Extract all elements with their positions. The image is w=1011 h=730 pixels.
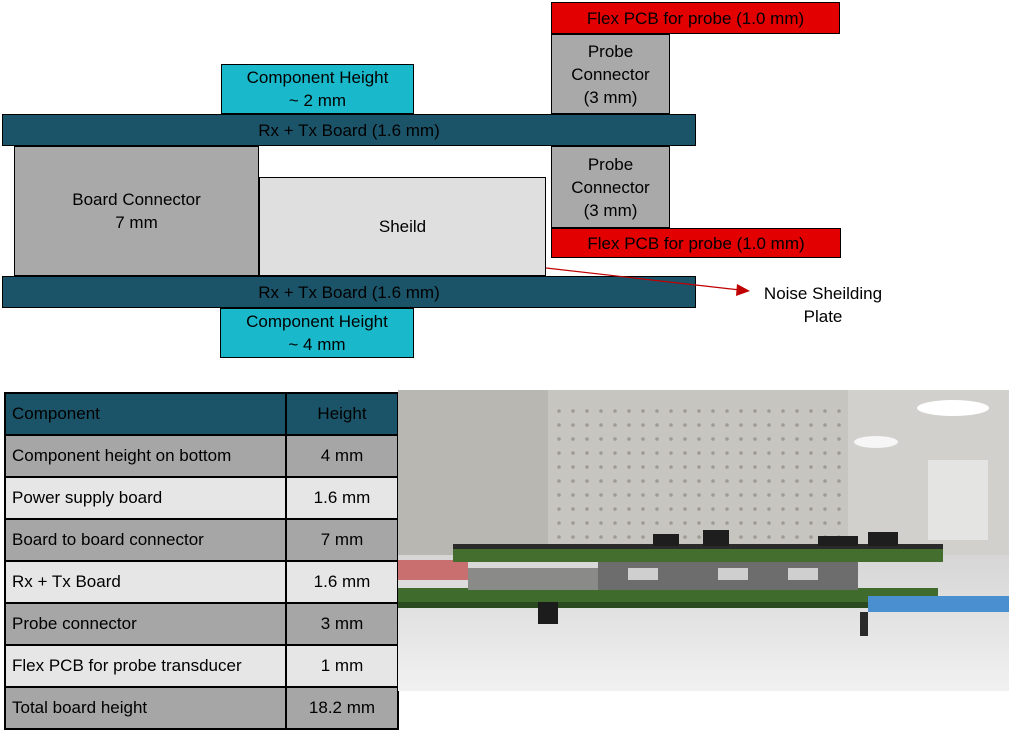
flex-pcb-top: Flex PCB for probe (1.0 mm)	[551, 2, 840, 34]
table-row: Power supply board 1.6 mm	[4, 476, 399, 520]
row-component: Component height on bottom	[4, 434, 287, 478]
probe-connector-bottom: Probe Connector (3 mm)	[551, 146, 670, 228]
table-header-row: Component Height	[4, 392, 399, 436]
component-height-table: Component Height Component height on bot…	[4, 392, 399, 730]
rx-tx-board-bottom: Rx + Tx Board (1.6 mm)	[2, 276, 696, 308]
board-stack-photo	[398, 390, 1009, 691]
table-row: Probe connector 3 mm	[4, 602, 399, 646]
row-component: Rx + Tx Board	[4, 560, 287, 604]
row-component: Probe connector	[4, 602, 287, 646]
board-connector: Board Connector 7 mm	[14, 146, 259, 276]
row-height: 4 mm	[285, 434, 399, 478]
probe-connector-top: Probe Connector (3 mm)	[551, 34, 670, 114]
table-row: Total board height 18.2 mm	[4, 686, 399, 730]
table-row: Board to board connector 7 mm	[4, 518, 399, 562]
row-height: 18.2 mm	[285, 686, 399, 730]
table-row: Rx + Tx Board 1.6 mm	[4, 560, 399, 604]
row-component: Board to board connector	[4, 518, 287, 562]
component-height-top: Component Height ~ 2 mm	[221, 64, 414, 114]
row-component: Flex PCB for probe transducer	[4, 644, 287, 688]
row-height: 1.6 mm	[285, 560, 399, 604]
board-stack-photo-illustration	[398, 390, 1009, 691]
header-height: Height	[285, 392, 399, 436]
component-height-bottom: Component Height ~ 4 mm	[220, 308, 414, 358]
table-row: Flex PCB for probe transducer 1 mm	[4, 644, 399, 688]
flex-pcb-bottom: Flex PCB for probe (1.0 mm)	[551, 228, 841, 258]
row-height: 1 mm	[285, 644, 399, 688]
row-component: Total board height	[4, 686, 287, 730]
table-row: Component height on bottom 4 mm	[4, 434, 399, 478]
shield: Sheild	[259, 177, 546, 276]
row-component: Power supply board	[4, 476, 287, 520]
header-component: Component	[4, 392, 287, 436]
row-height: 3 mm	[285, 602, 399, 646]
row-height: 7 mm	[285, 518, 399, 562]
noise-shielding-plate-label: Noise Sheilding Plate	[763, 284, 883, 326]
row-height: 1.6 mm	[285, 476, 399, 520]
noise-shielding-arrow	[545, 267, 750, 296]
rx-tx-board-top: Rx + Tx Board (1.6 mm)	[2, 114, 696, 146]
